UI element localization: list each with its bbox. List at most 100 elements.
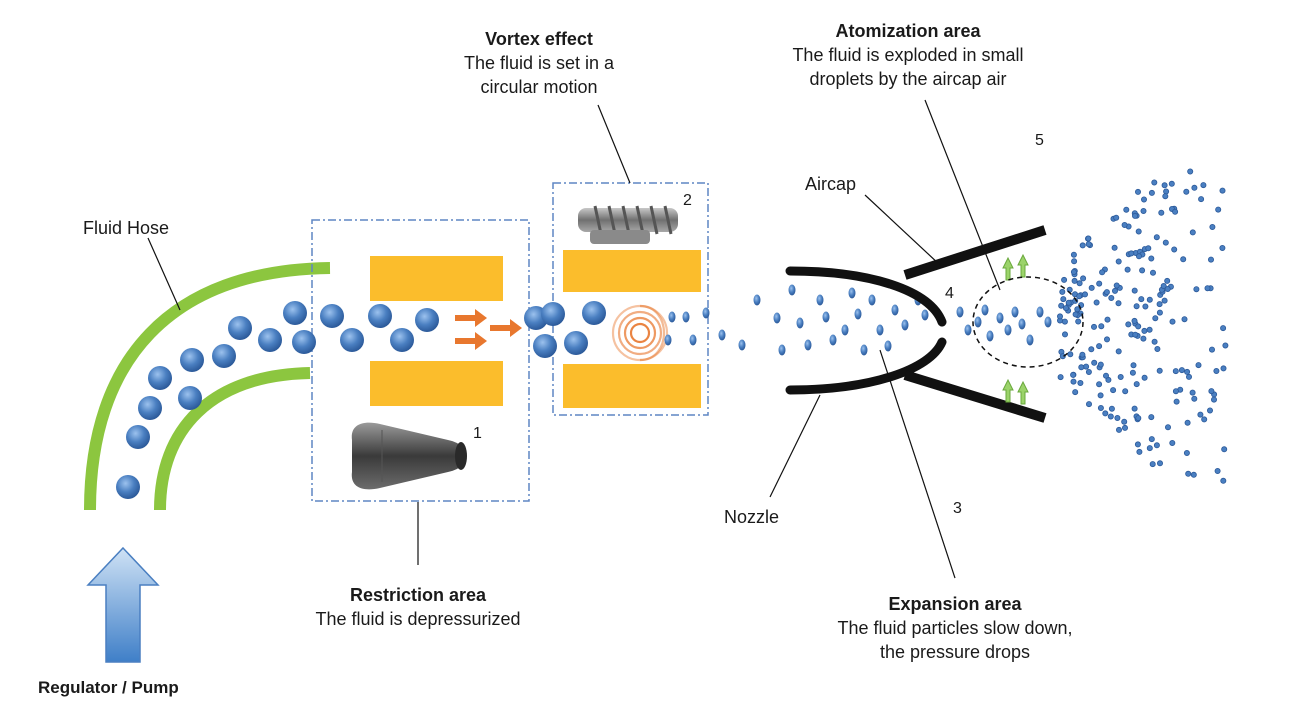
spray-droplet bbox=[1077, 379, 1084, 386]
expansion-area-desc-1: The fluid particles slow down, bbox=[837, 618, 1073, 638]
spray-droplet bbox=[1059, 288, 1066, 295]
spray-droplet bbox=[1063, 305, 1070, 312]
spray-droplet bbox=[1148, 255, 1155, 262]
spray-droplet bbox=[1132, 331, 1139, 338]
spray-droplet bbox=[1172, 368, 1179, 375]
spray-droplet bbox=[1074, 306, 1081, 313]
spray-droplet bbox=[1148, 189, 1155, 196]
spray-droplet bbox=[1146, 326, 1153, 333]
spray-droplet bbox=[1130, 362, 1137, 369]
spray-droplet bbox=[1079, 242, 1086, 249]
spray-droplet bbox=[1067, 351, 1074, 358]
spray-droplet bbox=[1113, 214, 1120, 221]
vortex-area-desc-2: circular motion bbox=[480, 77, 598, 97]
spray-droplet bbox=[1121, 221, 1128, 228]
spray-droplet bbox=[1184, 368, 1191, 375]
step-number-4: 4 bbox=[945, 285, 954, 302]
spray-droplet bbox=[1162, 239, 1169, 246]
atomization-zone bbox=[972, 276, 1084, 368]
fluid-droplet bbox=[901, 319, 909, 331]
spray-droplet bbox=[1103, 289, 1110, 296]
spray-droplet bbox=[1136, 253, 1143, 260]
spray-droplet bbox=[1116, 426, 1123, 433]
spray-droplet bbox=[1171, 246, 1178, 253]
spray-droplet bbox=[1128, 250, 1135, 257]
fluid-droplet bbox=[738, 339, 746, 351]
fluid-ball bbox=[292, 330, 316, 354]
spray-droplet bbox=[1060, 296, 1067, 303]
leader-lines bbox=[147, 99, 1001, 579]
spray-droplet bbox=[1173, 398, 1180, 405]
spray-droplet bbox=[1156, 301, 1163, 308]
spray-droplet bbox=[1079, 351, 1086, 358]
fluid-droplet bbox=[702, 307, 710, 319]
spray-droplet bbox=[1070, 251, 1077, 258]
fluid-droplet bbox=[778, 344, 786, 356]
spray-droplet bbox=[1162, 193, 1169, 200]
spray-droplet bbox=[1141, 374, 1148, 381]
spray-droplet bbox=[1209, 346, 1216, 353]
spray-droplet bbox=[1220, 477, 1227, 484]
spray-droplet bbox=[1178, 367, 1185, 374]
spray-droplet bbox=[1057, 374, 1064, 381]
spray-droplet bbox=[1184, 419, 1191, 426]
fluid-droplet bbox=[1011, 306, 1019, 318]
spray-droplet bbox=[1096, 381, 1103, 388]
spray-droplets bbox=[1057, 168, 1229, 484]
spray-droplet bbox=[1154, 345, 1161, 352]
spray-droplet bbox=[1085, 241, 1092, 248]
expansion-area-caption: Expansion area The fluid particles slow … bbox=[837, 592, 1072, 664]
fluid-droplet bbox=[664, 334, 672, 346]
spray-droplet bbox=[1082, 291, 1089, 298]
spray-droplet bbox=[1189, 229, 1196, 236]
fluid-droplet bbox=[804, 339, 812, 351]
vortex-area-frame bbox=[552, 182, 709, 416]
spray-droplet bbox=[1189, 389, 1196, 396]
vortex-area-title: Vortex effect bbox=[485, 29, 593, 49]
spray-droplet bbox=[1131, 287, 1138, 294]
spray-droplet bbox=[1115, 258, 1122, 265]
spray-droplet bbox=[1148, 436, 1155, 443]
spray-droplet bbox=[1085, 235, 1092, 242]
fluid-droplet bbox=[753, 294, 761, 306]
fluid-ball bbox=[126, 425, 150, 449]
spray-droplet bbox=[1197, 411, 1204, 418]
fluid-droplet bbox=[986, 330, 994, 342]
spray-droplet bbox=[1097, 392, 1104, 399]
spray-droplet bbox=[1135, 415, 1142, 422]
step-number-3: 3 bbox=[953, 500, 962, 517]
fluid-ball bbox=[212, 344, 236, 368]
fluid-ball bbox=[541, 302, 565, 326]
spray-droplet bbox=[1097, 361, 1104, 368]
spray-droplet bbox=[1208, 388, 1215, 395]
spray-droplet bbox=[1070, 268, 1077, 275]
spray-droplet bbox=[1135, 323, 1142, 330]
spray-droplet bbox=[1122, 424, 1129, 431]
fluid-ball bbox=[582, 301, 606, 325]
spray-droplet bbox=[1071, 258, 1078, 265]
spray-droplet bbox=[1201, 416, 1208, 423]
spray-droplet bbox=[1058, 302, 1065, 309]
spray-droplet bbox=[1133, 381, 1140, 388]
spray-droplet bbox=[1104, 336, 1111, 343]
atomization-area-caption: Atomization area The fluid is exploded i… bbox=[792, 19, 1023, 91]
spray-droplet bbox=[1070, 378, 1077, 385]
spray-droplet bbox=[1140, 207, 1147, 214]
spray-droplet bbox=[1113, 282, 1120, 289]
spray-droplet bbox=[1117, 373, 1124, 380]
fluid-ball bbox=[415, 308, 439, 332]
spray-droplet bbox=[1160, 282, 1167, 289]
spray-droplet bbox=[1141, 196, 1148, 203]
spray-droplet bbox=[1135, 188, 1142, 195]
spray-droplet bbox=[1125, 321, 1132, 328]
spray-droplet bbox=[1168, 180, 1175, 187]
spray-droplet bbox=[1115, 348, 1122, 355]
fluid-droplet bbox=[822, 311, 830, 323]
spray-droplet bbox=[1190, 471, 1197, 478]
spray-droplet bbox=[1104, 316, 1111, 323]
spray-droplet bbox=[1164, 285, 1171, 292]
spray-droplet bbox=[1193, 286, 1200, 293]
fluid-hose-label: Fluid Hose bbox=[83, 218, 170, 238]
spray-droplet bbox=[1145, 245, 1152, 252]
spray-droplet bbox=[1078, 364, 1085, 371]
